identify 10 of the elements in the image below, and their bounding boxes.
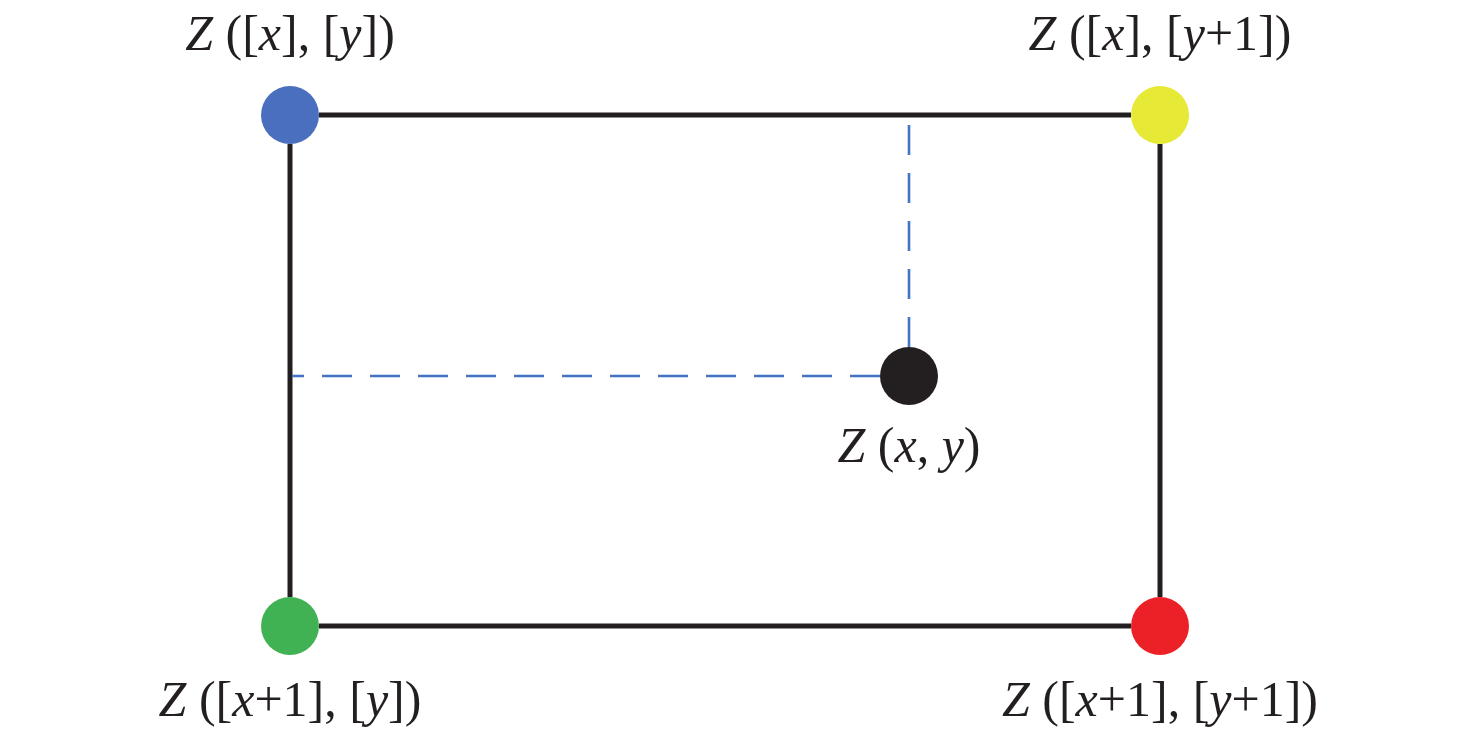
grid-point bbox=[880, 347, 938, 405]
connecting-line bbox=[287, 144, 293, 597]
connecting-line bbox=[319, 112, 1131, 118]
dashed-guide-line bbox=[292, 374, 880, 378]
grid-point bbox=[261, 597, 319, 655]
grid-point bbox=[261, 86, 319, 144]
grid-point bbox=[1131, 597, 1189, 655]
grid-point bbox=[1131, 86, 1189, 144]
connecting-line bbox=[319, 623, 1131, 629]
connecting-line bbox=[1157, 144, 1163, 597]
